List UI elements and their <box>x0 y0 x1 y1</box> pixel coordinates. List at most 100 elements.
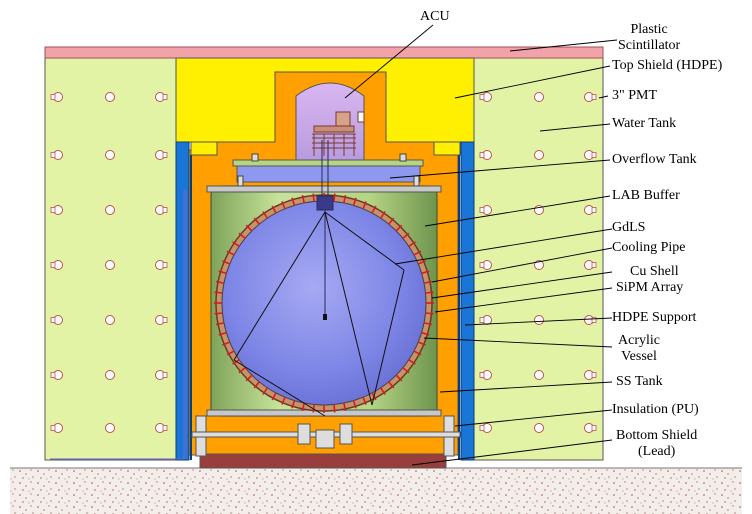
sipm-tile <box>262 211 268 219</box>
sipm-tile <box>218 270 227 275</box>
sipm-tile <box>395 224 403 232</box>
sipm-tile <box>417 260 426 265</box>
pmt-icon <box>105 370 115 380</box>
pmt-icon <box>50 370 63 380</box>
pmt-icon <box>105 423 115 433</box>
sipm-tile <box>352 197 357 206</box>
overflow-tank-valves <box>237 153 420 187</box>
label-insulation: Insulation (PU) <box>612 402 699 417</box>
pmt-icon <box>534 92 544 102</box>
sipm-tile <box>232 359 240 365</box>
pmt-icon <box>155 150 168 160</box>
water-tank-right <box>473 56 604 461</box>
pmt-icon <box>105 260 115 270</box>
sipm-tile <box>333 404 336 413</box>
sipm-tile <box>222 341 231 346</box>
sipm-tile <box>245 224 253 232</box>
sipm-tile <box>215 280 225 284</box>
label-acu: ACU <box>420 9 450 24</box>
sipm-tile <box>215 322 225 326</box>
pmt-icon <box>50 150 63 160</box>
sipm-tile <box>253 217 260 225</box>
sipm-tile <box>271 205 277 214</box>
label-sipm-array: SiPM Array <box>616 280 684 295</box>
ss-tank-top-flange <box>206 185 442 193</box>
acu-mechanism <box>312 111 365 156</box>
acu-dome <box>295 82 365 161</box>
sipm-tile <box>226 250 235 256</box>
sipm-tile <box>362 201 367 210</box>
sipm-tile <box>421 331 430 336</box>
label-gdls: GdLS <box>612 220 646 235</box>
sipm-tile <box>380 211 386 219</box>
sipm-tile <box>238 367 246 374</box>
sipm-tile <box>301 402 305 412</box>
pmt-icon <box>155 92 168 102</box>
label-water-tank: Water Tank <box>612 116 677 131</box>
sipm-tile <box>262 387 268 395</box>
sipm-tile <box>388 381 395 389</box>
central-pipe <box>316 140 334 318</box>
label-top-shield: Top Shield (HDPE) <box>612 58 723 73</box>
pmt-icon <box>155 315 168 325</box>
ground <box>10 468 742 514</box>
label-overflow-tank: Overflow Tank <box>612 152 697 167</box>
pmt-icon <box>155 260 168 270</box>
label-3in-pmt: 3" PMT <box>612 88 658 103</box>
pmt-icon <box>534 260 544 270</box>
sipm-tile <box>245 374 253 382</box>
sipm-tile <box>388 217 395 225</box>
sipm-tile <box>271 392 277 401</box>
sipm-tile <box>380 387 386 395</box>
pmt-icon <box>534 150 544 160</box>
label-cu-shell: Cu Shell <box>630 264 679 279</box>
sipm-tile <box>226 350 235 356</box>
pmt-icon <box>105 315 115 325</box>
sipm-tile <box>238 232 246 239</box>
sipm-tile <box>425 291 434 294</box>
pmt-icon <box>584 92 597 102</box>
pmt-icon <box>534 370 544 380</box>
water-tank-left <box>44 56 177 461</box>
sipm-tile <box>402 367 410 374</box>
plastic-scintillator <box>44 46 604 59</box>
pmt-icon <box>50 92 63 102</box>
sipm-tile <box>423 280 433 284</box>
source-marker <box>323 314 327 320</box>
sipm-tile <box>214 291 223 294</box>
sipm-tile <box>408 241 416 247</box>
pmt-icon <box>584 315 597 325</box>
sipm-tile <box>253 381 260 389</box>
pmt-icon <box>584 150 597 160</box>
sipm-tile <box>281 396 286 405</box>
pmt-icon <box>584 205 597 215</box>
sipm-tile <box>413 350 422 356</box>
label-acrylic-vessel: Acrylic Vessel <box>618 333 660 364</box>
sipm-tile <box>343 194 347 204</box>
label-plastic-scintillator: Plastic Scintillator <box>618 22 681 53</box>
sipm-tile <box>423 322 433 326</box>
label-lab-buffer: LAB Buffer <box>612 188 680 203</box>
pmt-icon <box>534 315 544 325</box>
label-hdpe-support: HDPE Support <box>612 310 697 325</box>
pmt-icon <box>584 423 597 433</box>
pmt-icon <box>534 423 544 433</box>
sipm-tile <box>301 194 305 204</box>
pmt-icon <box>479 370 492 380</box>
sipm-tile <box>333 193 336 202</box>
pmt-array <box>50 92 597 433</box>
sipm-tile <box>352 400 357 409</box>
hdpe-support-left <box>175 141 190 461</box>
pmt-icon <box>155 370 168 380</box>
pmt-icon <box>479 423 492 433</box>
pmt-icon <box>479 150 492 160</box>
sipm-tile <box>291 197 296 206</box>
sipm-tile <box>343 402 347 412</box>
pmt-icon <box>155 205 168 215</box>
pmt-icon <box>584 370 597 380</box>
acrylic-vessel <box>221 200 427 406</box>
pmt-icon <box>479 315 492 325</box>
pmt-icon <box>105 150 115 160</box>
sipm-tile <box>395 374 403 382</box>
